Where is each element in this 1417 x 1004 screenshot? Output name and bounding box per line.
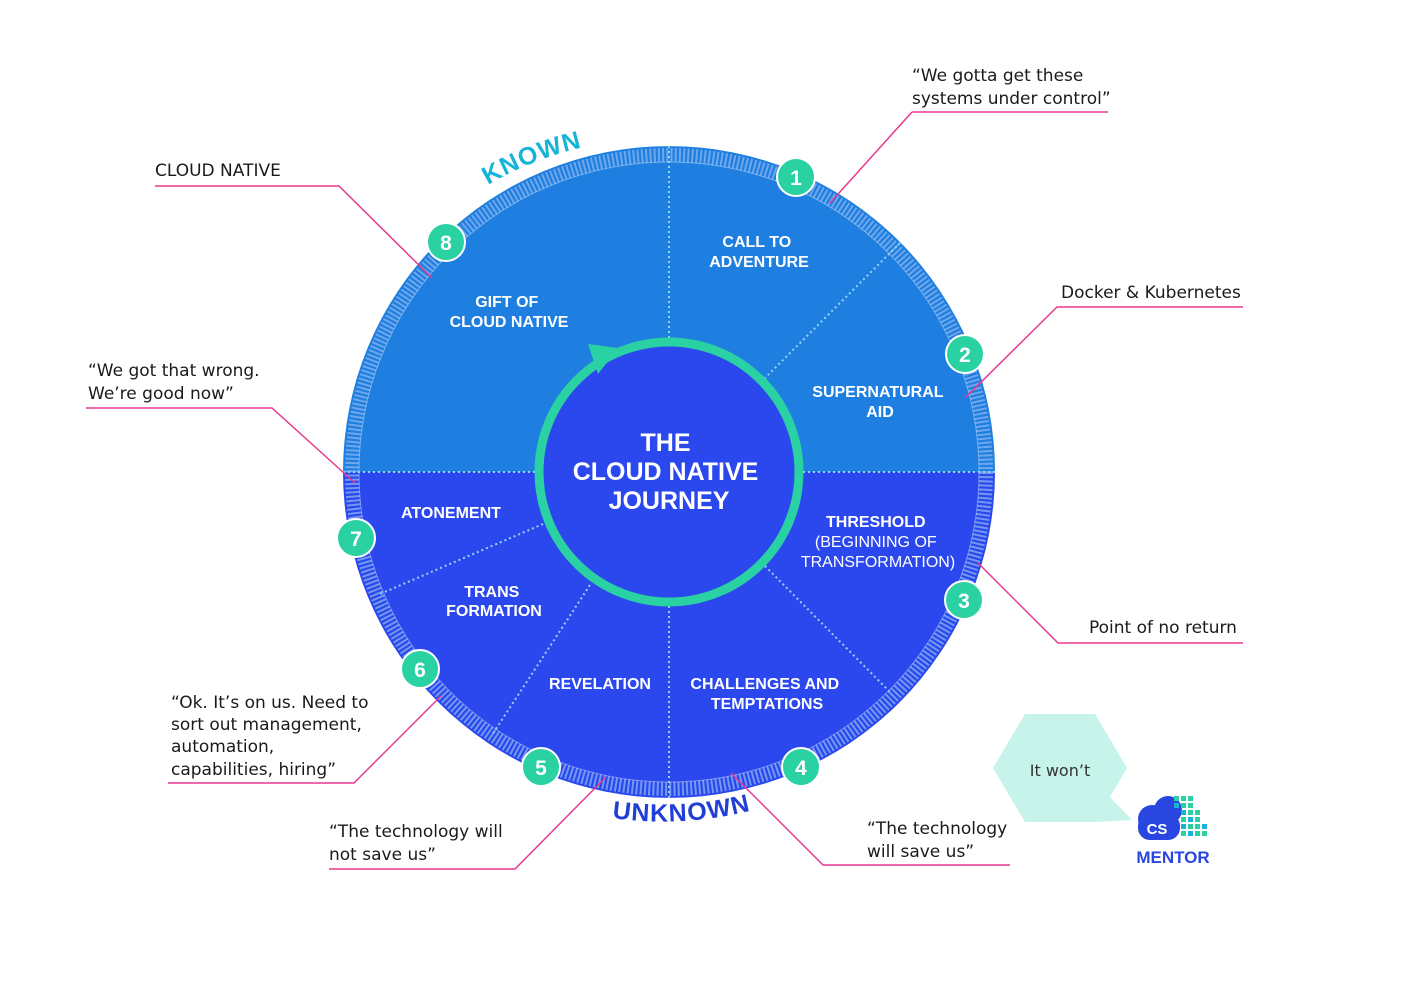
logo-name: MENTOR [1136, 848, 1209, 867]
cs-mentor-logo: CS MENTOR [1136, 796, 1210, 867]
speech-bubble-text: It won’t [1030, 761, 1090, 780]
stage-badge-1: 1 [776, 157, 816, 197]
stage-badge-8: 8 [426, 222, 466, 262]
stage-label-1: CALL TO ADVENTURE [709, 234, 809, 271]
callout-5: “The technology will not save us” [329, 822, 508, 865]
svg-text:2: 2 [959, 344, 971, 367]
divider-3-4 [764, 565, 893, 695]
svg-text:7: 7 [350, 528, 362, 551]
svg-text:CS: CS [1147, 821, 1168, 838]
stage-label-8: GIFT OF CLOUD NATIVE [450, 294, 569, 331]
svg-text:4: 4 [795, 757, 807, 780]
stage-label-4: CHALLENGES AND TEMPTATIONS [690, 676, 843, 713]
leader-line-3 [977, 562, 1243, 644]
cloud-icon: CS [1138, 796, 1182, 840]
callout-4: “The technology will save us” [867, 819, 1013, 862]
callout-6: “Ok. It’s on us. Need to sort out manage… [171, 693, 374, 780]
stage-label-7: ATONEMENT [401, 505, 501, 522]
callout-8: CLOUD NATIVE [155, 161, 281, 181]
stage-label-5: REVELATION [549, 676, 651, 693]
speech-bubble: It won’t [993, 714, 1132, 822]
leader-lines [86, 111, 1243, 870]
svg-text:5: 5 [535, 757, 547, 780]
leader-line-8 [155, 185, 433, 279]
known-half [343, 146, 995, 472]
callout-2: Docker & Kubernetes [1061, 283, 1241, 303]
svg-text:6: 6 [414, 659, 426, 682]
stage-label-2: SUPERNATURAL AID [812, 384, 947, 421]
diagram-title: THE CLOUD NATIVE JOURNEY [573, 429, 766, 515]
leader-line-7 [86, 407, 356, 484]
stage-badge-2: 2 [945, 334, 985, 374]
journey-wheel [343, 146, 995, 798]
callout-1: “We gotta get these systems under contro… [912, 66, 1111, 109]
stage-labels: CALL TO ADVENTURE SUPERNATURAL AID THRES… [401, 234, 955, 713]
leader-line-6 [168, 695, 442, 784]
stage-badge-5: 5 [521, 747, 561, 787]
svg-text:3: 3 [958, 590, 970, 613]
callout-3: Point of no return [1089, 618, 1237, 638]
outer-tick-ring [345, 148, 993, 796]
divider-1-2 [764, 242, 901, 379]
callout-7: “We got that wrong. We’re good now” [88, 361, 265, 404]
leader-line-5 [329, 776, 607, 870]
unknown-half [343, 472, 995, 798]
svg-text:1: 1 [790, 167, 802, 190]
stage-badge-7: 7 [336, 518, 376, 558]
stage-label-3: THRESHOLD (BEGINNING OF TRANSFORMATION) [801, 514, 955, 571]
leader-line-2 [964, 306, 1243, 399]
stage-badges: 1 2 3 4 5 6 7 8 [336, 157, 985, 787]
leader-line-4 [730, 772, 1010, 866]
cycle-arrowhead-icon [588, 344, 618, 374]
stage-badge-4: 4 [781, 747, 821, 787]
callouts: “We gotta get these systems under contro… [88, 66, 1241, 865]
logo-grid-icon [1174, 796, 1207, 836]
stage-label-6: TRANS FORMATION [446, 584, 542, 620]
svg-text:8: 8 [440, 232, 452, 255]
center-circle [534, 337, 804, 607]
leader-line-1-diag [829, 111, 913, 204]
stage-badge-3: 3 [944, 580, 984, 620]
stage-badge-6: 6 [400, 649, 440, 689]
